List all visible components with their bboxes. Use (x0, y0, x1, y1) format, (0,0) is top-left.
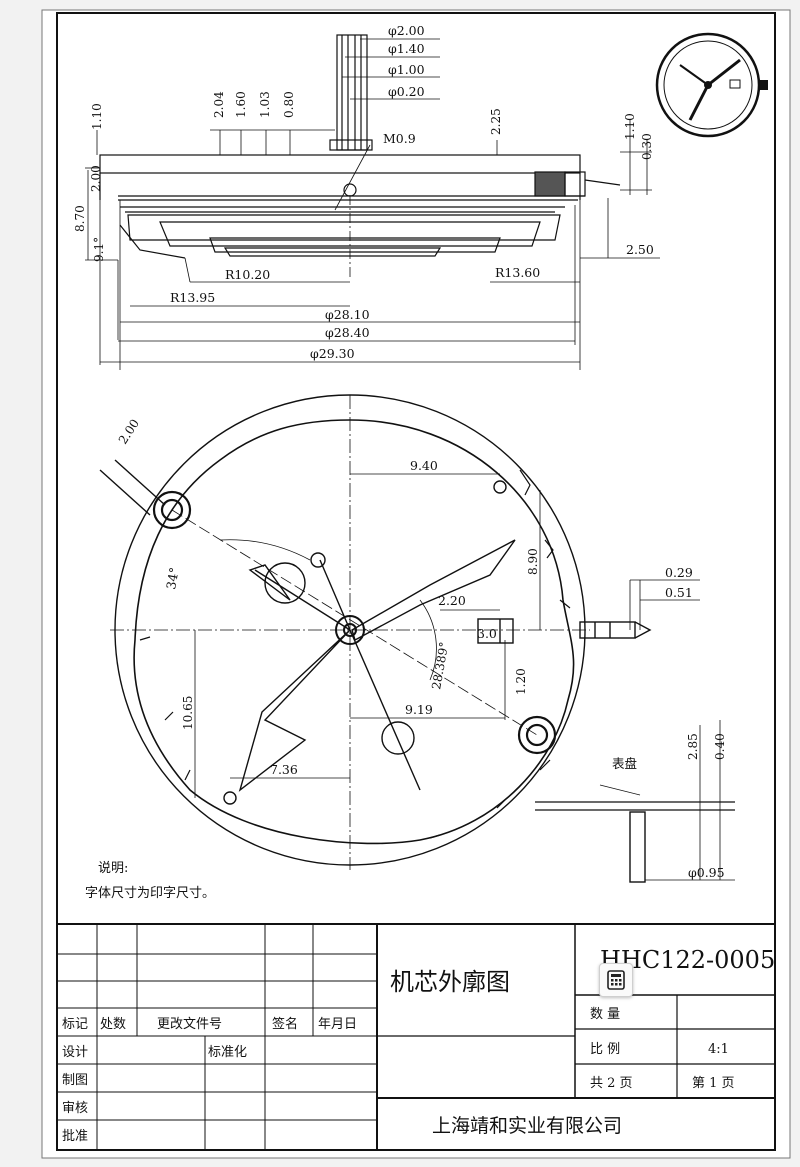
dim-phi-28-10: φ28.10 (325, 307, 370, 322)
tb-gong: 共 2 页 (590, 1076, 633, 1091)
tb-biaozhunhua: 标准化 (208, 1045, 247, 1060)
tb-shenhe: 审核 (62, 1101, 88, 1116)
paper-sheet (41, 9, 791, 1159)
dim-0-40: 0.40 (713, 733, 727, 760)
notes-title: 说明: (98, 861, 128, 876)
company-name: 上海靖和实业有限公司 (432, 1115, 622, 1137)
drawing-title: 机芯外廓图 (390, 968, 510, 996)
title-block (57, 923, 775, 1150)
dim-phi-28-40: φ28.40 (325, 325, 370, 340)
dim-2-20: 2.20 (438, 593, 466, 608)
tb-scale: 4:1 (708, 1042, 729, 1057)
front-view (99, 394, 735, 883)
dim-1-20: 1.20 (514, 668, 528, 695)
tb-nianyueri: 年月日 (318, 1017, 357, 1032)
dim-m0-9: M0.9 (383, 131, 416, 146)
calculator-icon (607, 970, 625, 990)
dim-8-70: 8.70 (73, 205, 87, 232)
dim-1-10-right: 1.10 (623, 113, 637, 140)
dim-2-85: 2.85 (686, 733, 700, 760)
dim-9-40: 9.40 (410, 458, 438, 473)
dim-0-80: 0.80 (282, 91, 296, 118)
dim-1-03: 1.03 (258, 91, 272, 118)
watch-icon (655, 32, 768, 138)
dim-r13-60: R13.60 (495, 265, 540, 280)
dim-2-50: 2.50 (626, 242, 654, 257)
dim-r10-20: R10.20 (225, 267, 270, 282)
notes-body: 字体尺寸为印字尺寸。 (85, 886, 215, 901)
dim-8-90: 8.90 (526, 548, 540, 575)
dim-phi-2-00: φ2.00 (388, 23, 425, 38)
dim-9-1-deg: 9.1° (92, 237, 106, 262)
dim-1-60: 1.60 (234, 91, 248, 118)
dim-1-10-left: 1.10 (90, 103, 104, 130)
dim-2-25: 2.25 (489, 108, 503, 135)
dim-0-30: 0.30 (640, 133, 654, 160)
dim-phi-1-00: φ1.00 (388, 62, 425, 77)
dim-2-04: 2.04 (212, 91, 226, 118)
dim-phi-1-40: φ1.40 (388, 41, 425, 56)
tb-pizhun: 批准 (62, 1129, 88, 1144)
tb-di: 第 1 页 (692, 1076, 735, 1091)
dim-phi-0-20: φ0.20 (388, 84, 425, 99)
drawing-frame (56, 12, 776, 1151)
tb-sheji: 设计 (62, 1045, 88, 1060)
tb-shuliang: 数 量 (590, 1007, 620, 1022)
dim-9-19: 9.19 (405, 702, 433, 717)
dim-34-deg: 34° (163, 566, 182, 590)
dim-0-51: 0.51 (665, 585, 693, 600)
dim-3-0: 3.0 (477, 626, 497, 641)
dim-0-29: 0.29 (665, 565, 693, 580)
tb-zhitu: 制图 (62, 1073, 88, 1088)
dim-10-65: 10.65 (181, 696, 195, 730)
side-view (85, 34, 660, 370)
tb-wenjian: 更改文件号 (157, 1017, 222, 1032)
dial-label: 表盘 (612, 756, 637, 771)
tb-chushu: 处数 (100, 1017, 126, 1032)
calculator-button[interactable] (599, 963, 633, 997)
tb-qianming: 签名 (272, 1016, 298, 1032)
dim-r13-95: R13.95 (170, 290, 215, 305)
dim-phi-29-30: φ29.30 (310, 346, 355, 361)
dim-phi-0-95: φ0.95 (688, 865, 725, 880)
dim-2-00: 2.00 (89, 165, 103, 192)
tb-bili: 比 例 (590, 1042, 620, 1057)
dim-7-36: 7.36 (270, 762, 298, 777)
tb-biaoji: 标记 (62, 1017, 88, 1032)
